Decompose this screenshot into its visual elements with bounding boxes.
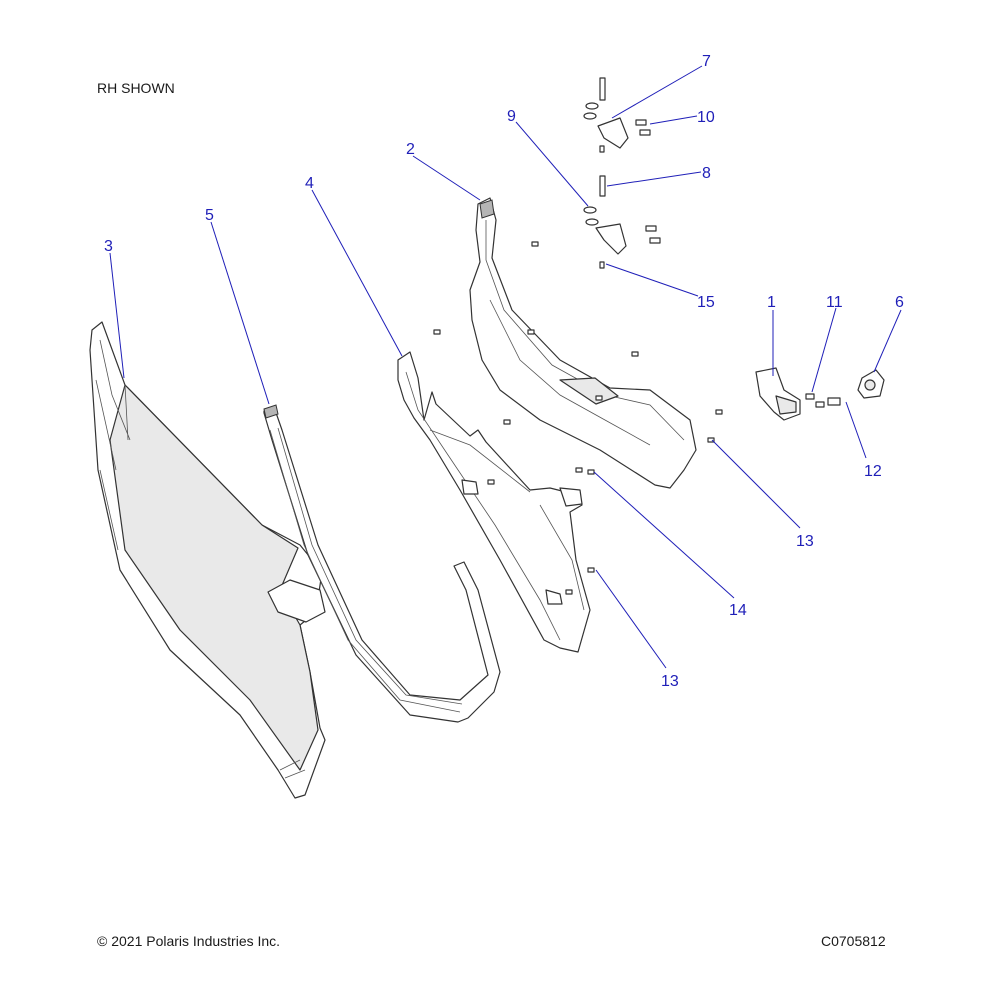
door-panel-part: [89, 321, 326, 799]
diagram-id: C0705812: [821, 933, 886, 949]
callout-11: 11: [826, 294, 843, 311]
callout-8: 8: [702, 165, 711, 182]
lower-hinge-part: [583, 175, 661, 269]
callout-9: 9: [507, 108, 516, 125]
callout-1: 1: [767, 294, 776, 311]
callout-4: 4: [305, 175, 314, 192]
callout-12: 12: [864, 463, 882, 480]
callout-13-upper: 13: [796, 533, 814, 550]
callout-2: 2: [406, 141, 415, 158]
callout-13-lower: 13: [661, 673, 679, 690]
callout-7: 7: [702, 53, 711, 70]
leader-lines: [109, 65, 902, 669]
door-latch-part: [755, 367, 841, 421]
view-note: RH SHOWN: [97, 80, 175, 96]
upper-door-frame-part: [469, 197, 697, 489]
callout-14: 14: [729, 602, 747, 619]
door-striker-part: [857, 369, 885, 399]
callout-10: 10: [697, 109, 715, 126]
fasteners-part: [433, 241, 723, 595]
callout-15: 15: [697, 294, 715, 311]
callout-numbers: 3 5 4 2 1 11 6 7 8 9 10 15 12 13 14 13: [104, 53, 904, 690]
door-seal-part: [263, 404, 501, 723]
callout-3: 3: [104, 238, 113, 255]
callout-5: 5: [205, 207, 214, 224]
upper-hinge-part: [583, 77, 651, 153]
lower-door-frame-part: [397, 351, 591, 653]
callout-6: 6: [895, 294, 904, 311]
copyright-text: © 2021 Polaris Industries Inc.: [97, 933, 281, 949]
